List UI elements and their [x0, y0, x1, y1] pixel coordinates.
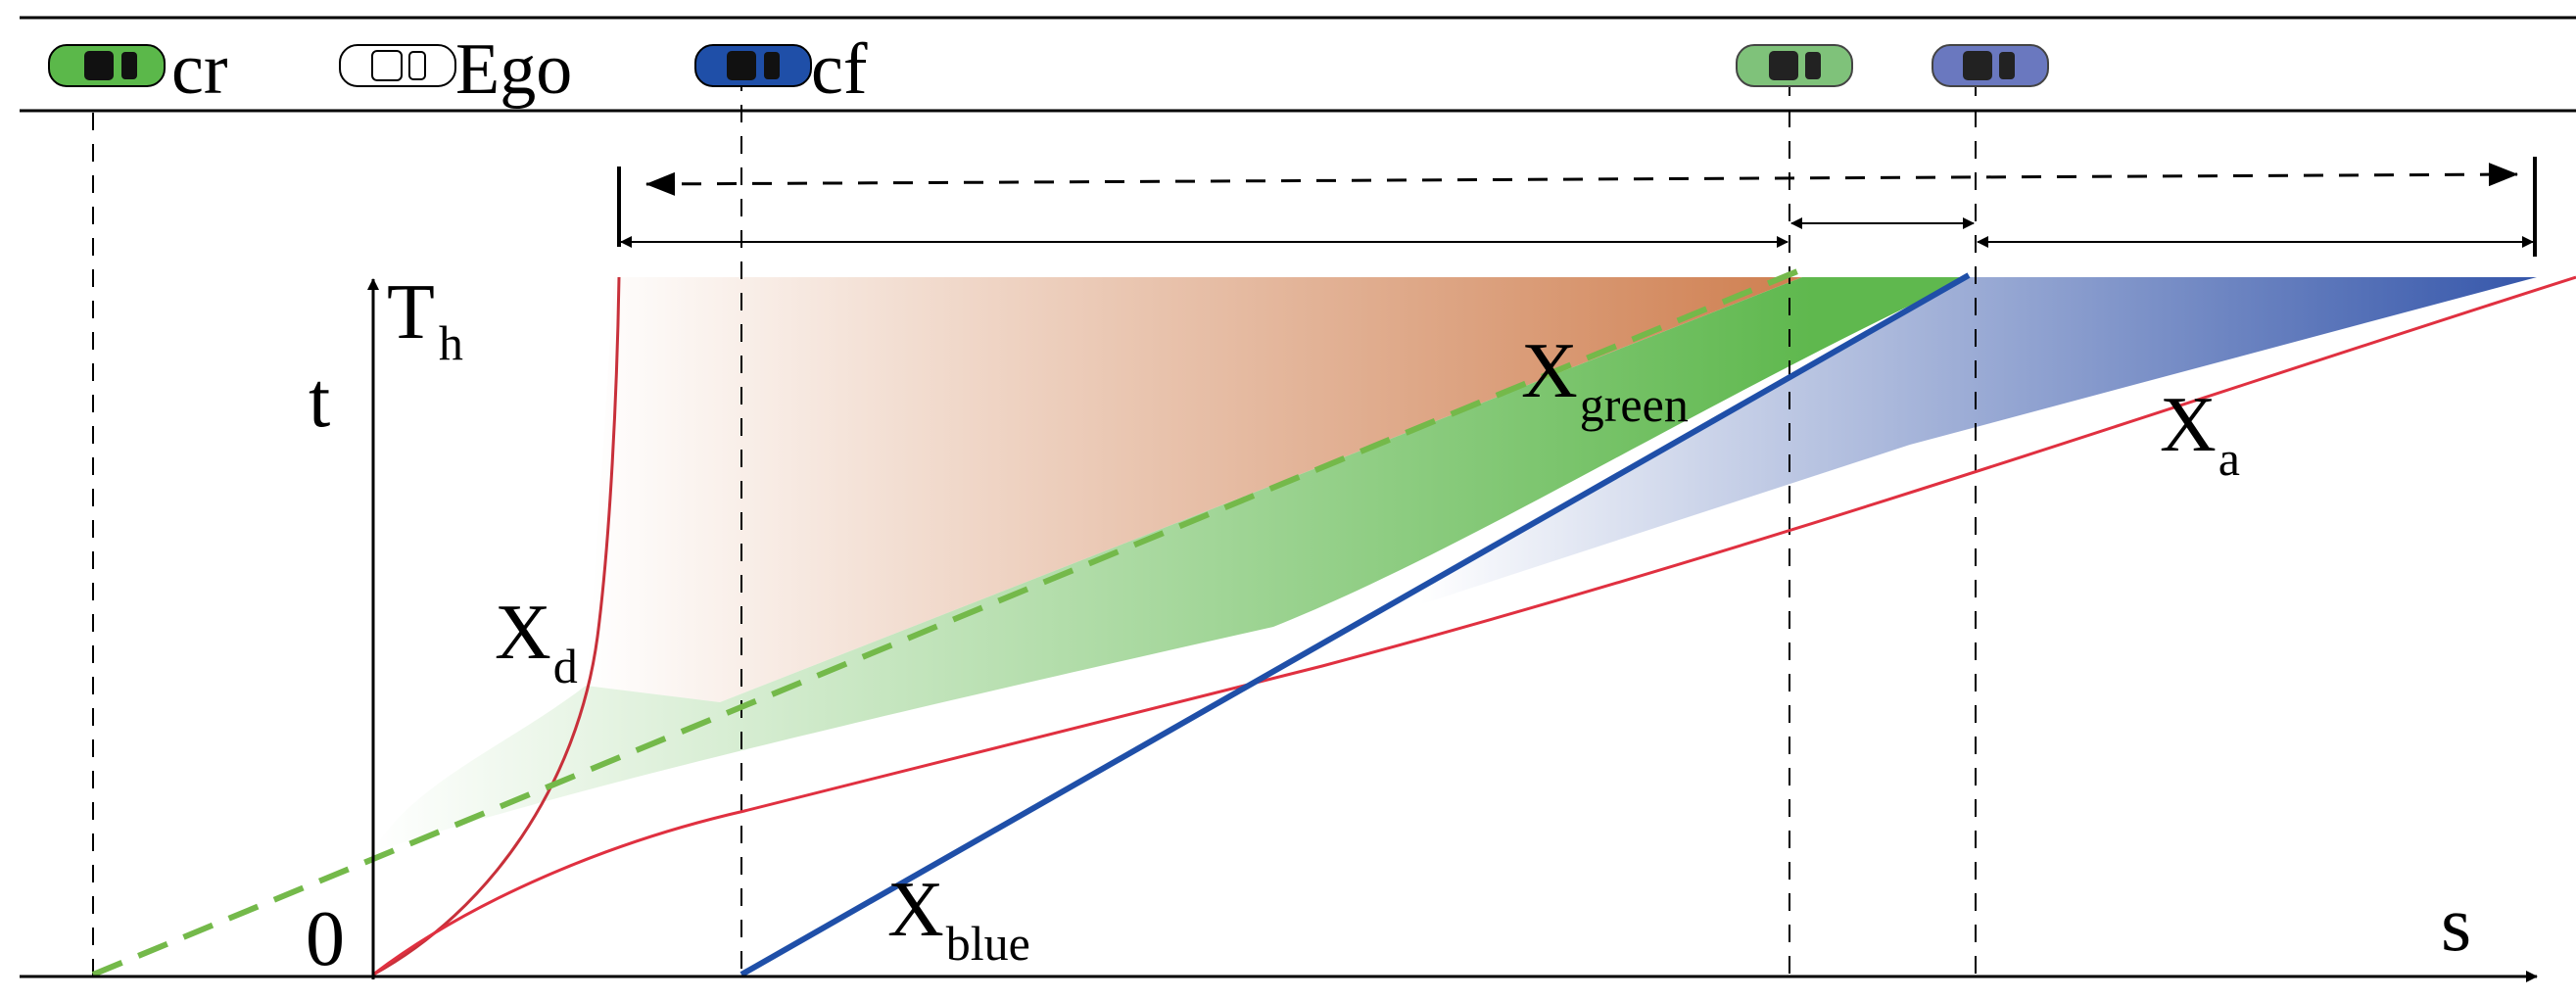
s-axis-label: s	[2441, 881, 2471, 968]
xa-label-sub: a	[2218, 431, 2240, 486]
t-axis-label: t	[309, 357, 330, 444]
orange-region	[586, 277, 1802, 702]
vehicle-ego-label: Ego	[455, 29, 572, 110]
th-label-main: T	[387, 269, 435, 356]
xblue-label-sub: blue	[946, 916, 1030, 971]
xgreen-label-sub: green	[1580, 377, 1689, 432]
vehicle-cr-label: cr	[171, 29, 228, 110]
xgreen-label-main: X	[1521, 328, 1578, 414]
range-dashed-arrow	[645, 163, 2518, 196]
xa-curve	[372, 275, 2576, 976]
xd-label-main: X	[495, 590, 551, 676]
xa-label: Xa	[2160, 382, 2240, 486]
xd-label: Xd	[495, 590, 578, 693]
car-icon-cf	[694, 44, 812, 87]
car-icon-cr	[48, 44, 166, 87]
xblue-label-main: X	[887, 867, 944, 953]
vehicle-cf-label: cf	[811, 29, 868, 110]
xd-curve	[372, 276, 621, 976]
xgreen-dashed-line	[91, 266, 1804, 977]
xblue-label: Xblue	[887, 867, 1030, 971]
vehicle-ego: Ego	[339, 29, 572, 110]
xd-label-sub: d	[553, 639, 578, 693]
car-icon-target-green	[1736, 44, 1853, 87]
car-icon-ego	[339, 44, 456, 87]
xgreen-label: Xgreen	[1521, 328, 1689, 432]
car-icon-target-blue	[1932, 44, 2049, 87]
xblue-line	[739, 272, 1971, 977]
vehicle-cf: cf	[694, 29, 868, 110]
vehicle-target-green	[1736, 44, 1853, 87]
th-label-sub: h	[439, 315, 463, 370]
green-region	[372, 277, 1969, 852]
vehicle-cr: cr	[48, 29, 228, 110]
origin-label: 0	[306, 896, 345, 982]
vehicle-target-blue	[1932, 44, 2049, 87]
blue-region	[1322, 277, 2537, 637]
xa-label-main: X	[2160, 382, 2217, 468]
th-label: Th	[387, 269, 463, 370]
